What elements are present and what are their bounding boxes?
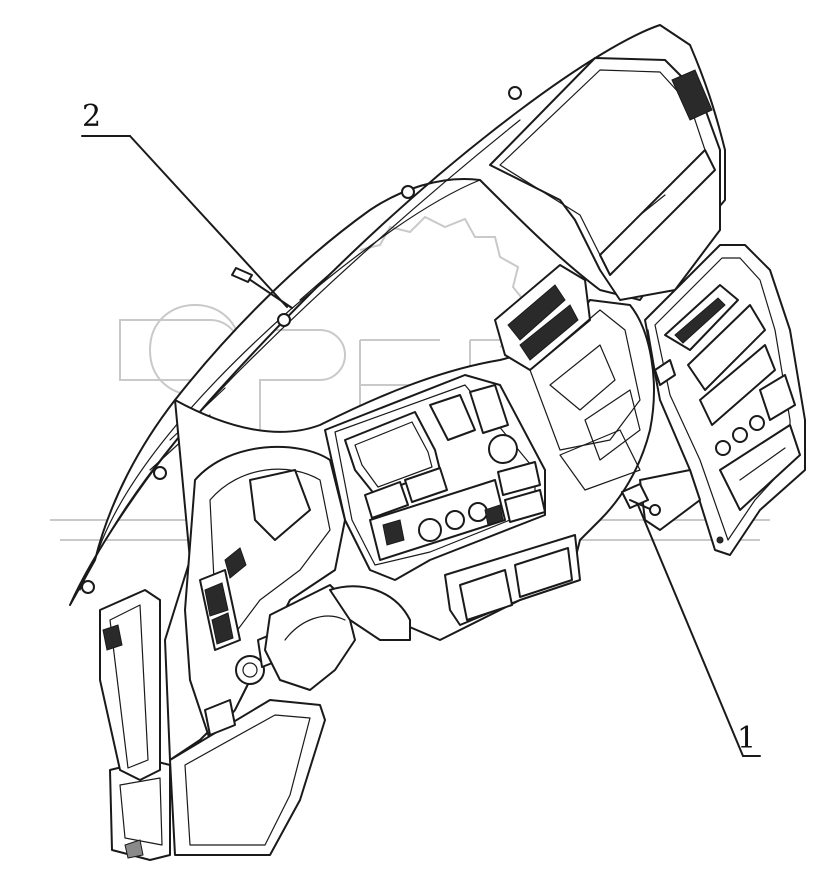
fastener-1 [621,483,661,516]
screw-point [153,466,167,480]
climate-knob [418,518,442,542]
leader-line [637,504,744,757]
climate-knob [468,502,488,522]
knob [488,434,518,464]
right-switch-panel [639,244,806,556]
dial-knob [235,655,265,685]
storage-pocket [514,547,573,598]
switch-button [715,440,731,456]
climate-knob [445,510,465,530]
callout-label: 1 [737,721,756,756]
callout-2: 2 [81,99,288,308]
leader-line [129,135,288,308]
screw-point [81,580,95,594]
screw-point [401,185,415,199]
lower-storage-bin [169,699,326,856]
switch-button [732,427,748,443]
side-air-vent [671,69,713,121]
callout-label: 2 [82,99,101,134]
callout-1: 1 [637,504,761,757]
screw-point [277,313,291,327]
screw-point [508,86,522,100]
switch-button [749,415,765,431]
storage-pocket [459,569,513,621]
cluster-surround [184,445,346,741]
left-end-bracket [99,589,161,781]
dashboard-assembly [69,24,726,861]
passenger-shelf [489,57,721,301]
